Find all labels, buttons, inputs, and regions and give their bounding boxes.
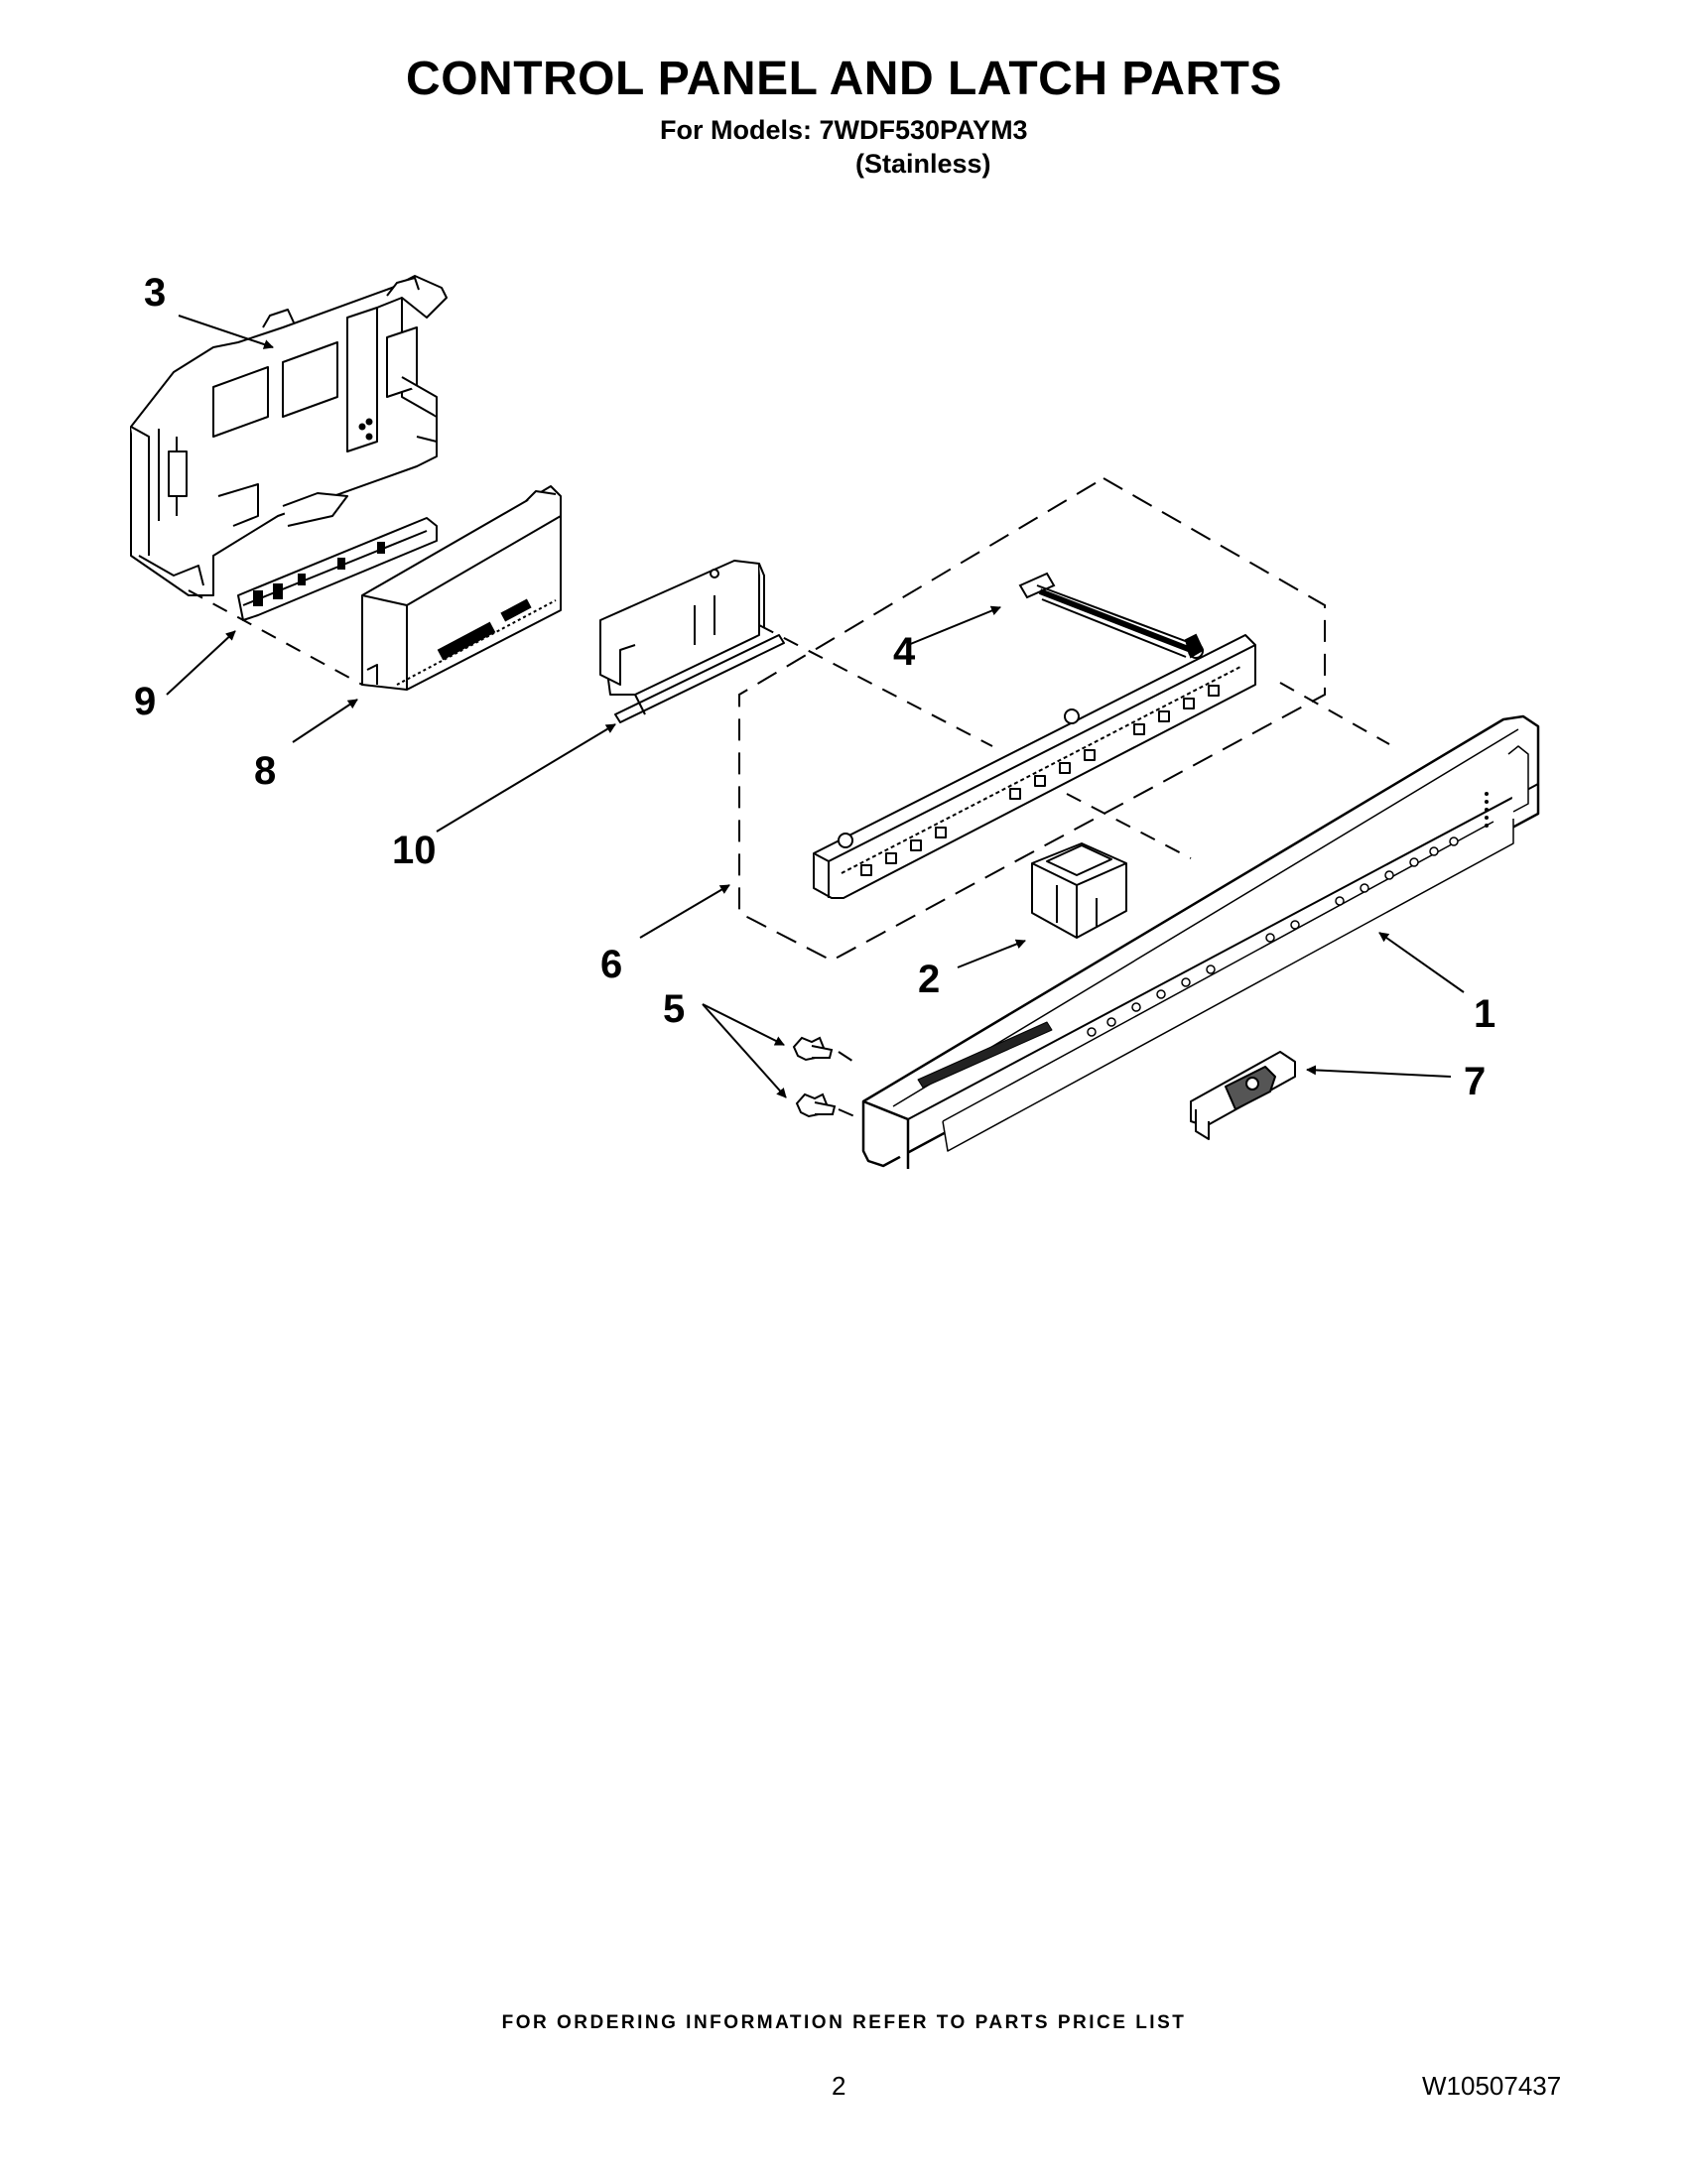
- part-5-screws: [792, 1036, 837, 1118]
- part-6-ui-board: [813, 634, 1256, 899]
- callout-7: 7: [1464, 1060, 1486, 1103]
- part-10-display-bracket: [599, 560, 785, 723]
- part-2-bracket: [1031, 842, 1127, 939]
- model-finish: (Stainless): [855, 149, 991, 179]
- callout-9: 9: [134, 680, 156, 723]
- part-4-wire-harness: [1018, 572, 1205, 659]
- page-title: CONTROL PANEL AND LATCH PARTS: [406, 53, 1282, 105]
- model-number: For Models: 7WDF530PAYM3: [660, 115, 1028, 145]
- callout-leaders: [166, 315, 1465, 1098]
- part-3-control-housing: [130, 275, 448, 596]
- part-1-console: [861, 714, 1540, 1169]
- callout-5: 5: [663, 987, 685, 1031]
- callout-1: 1: [1474, 992, 1495, 1036]
- callout-8: 8: [254, 749, 276, 793]
- document-number: W10507437: [1422, 2071, 1562, 2101]
- part-6-ui-board-group: [738, 477, 1326, 963]
- part-7-door-latch: [1190, 1051, 1296, 1140]
- callout-2: 2: [918, 958, 940, 1001]
- assembly-guide-lines: [188, 589, 1390, 1120]
- page-number: 2: [832, 2071, 846, 2101]
- part-8-control-board: [361, 485, 562, 691]
- ordering-note: FOR ORDERING INFORMATION REFER TO PARTS …: [501, 2012, 1187, 2033]
- callout-3: 3: [144, 271, 166, 315]
- callout-10: 10: [392, 829, 437, 872]
- callout-6: 6: [600, 943, 622, 986]
- callout-4: 4: [893, 630, 916, 674]
